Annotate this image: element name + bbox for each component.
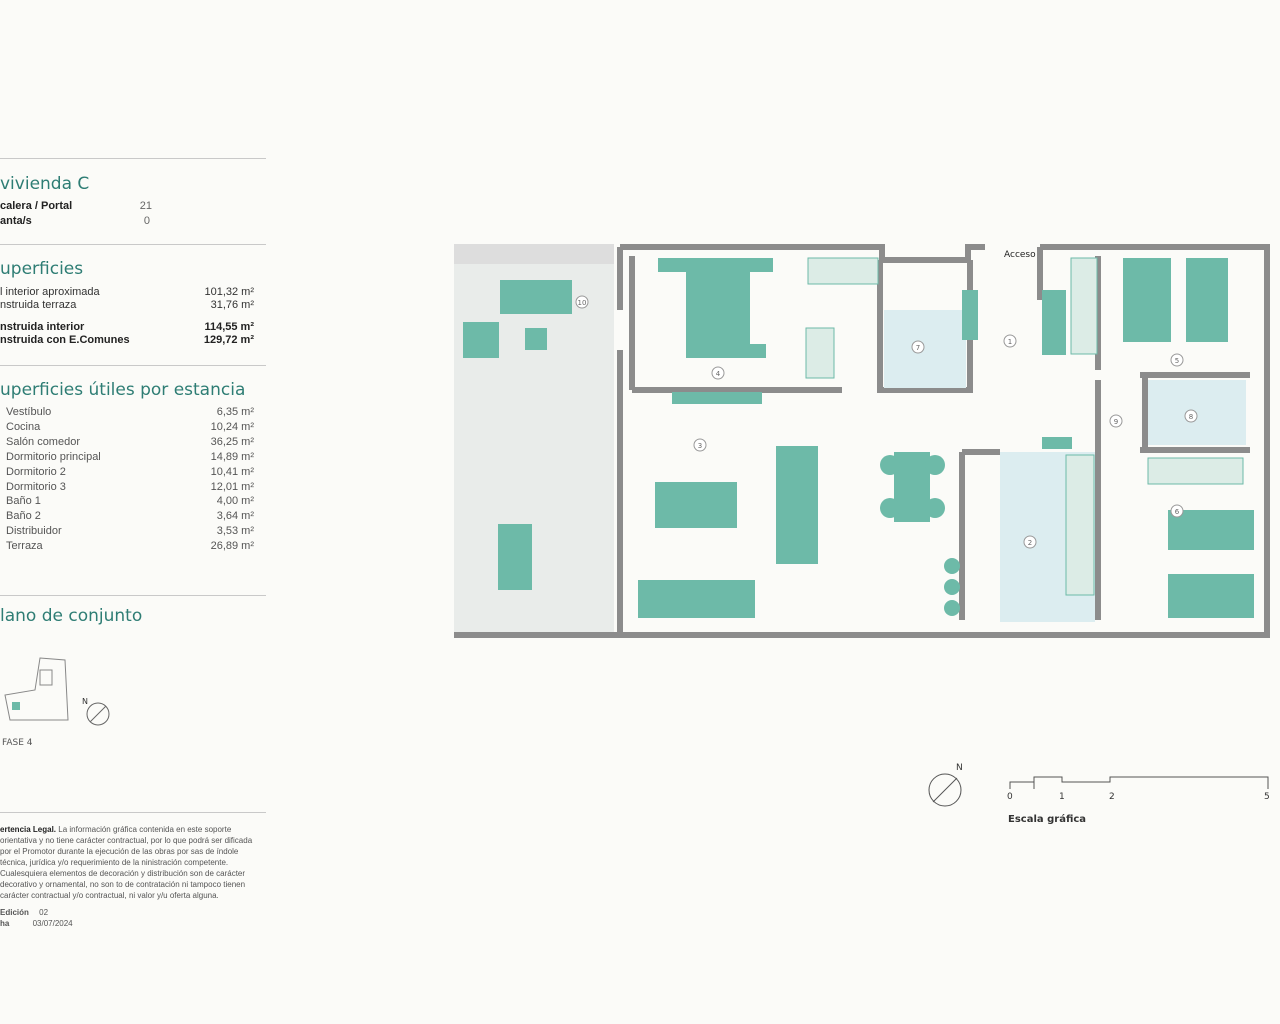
room-number-marker bbox=[693, 438, 707, 452]
room-number-marker bbox=[575, 295, 589, 309]
section-title-superficies: uperficies bbox=[0, 259, 84, 279]
divider bbox=[0, 595, 266, 596]
walls bbox=[454, 244, 1270, 638]
room-number: 2 bbox=[1028, 539, 1032, 547]
section-title-conjunto: lano de conjunto bbox=[0, 606, 143, 626]
room-number: 9 bbox=[1114, 418, 1118, 426]
room-number: 7 bbox=[916, 344, 920, 352]
terrace-planter bbox=[454, 244, 614, 264]
svg-text:N: N bbox=[956, 763, 963, 773]
scale-title: Escala gráfica bbox=[1008, 814, 1087, 825]
room-number-marker bbox=[1170, 353, 1184, 367]
room-number: 3 bbox=[698, 442, 702, 450]
cabinets bbox=[805, 257, 1244, 596]
unit-title: vivienda C bbox=[0, 174, 90, 194]
room-number-marker bbox=[711, 366, 725, 380]
room-number: 1 bbox=[1008, 338, 1012, 346]
room-number: 5 bbox=[1175, 357, 1179, 365]
section-title-utiles: uperficies útiles por estancia bbox=[0, 380, 246, 400]
room-number: 4 bbox=[716, 370, 721, 378]
scale-tick: 2 bbox=[1109, 792, 1115, 802]
scale-tick: 0 bbox=[1007, 792, 1013, 802]
legal-notice: ertencia Legal. La información gráfica c… bbox=[0, 825, 253, 900]
room-number-marker bbox=[1109, 414, 1123, 428]
scale-bar bbox=[1009, 776, 1269, 789]
terrace-area bbox=[454, 264, 614, 638]
edition-info: Edición 02 bbox=[0, 908, 49, 917]
room-number-marker bbox=[1170, 504, 1184, 518]
divider bbox=[0, 158, 266, 159]
furniture bbox=[463, 258, 1254, 618]
access-label: Acceso bbox=[1004, 250, 1036, 260]
divider bbox=[0, 812, 266, 813]
floor-plan: Acceso 1 2 3 4 5 6 7 8 9 10 bbox=[454, 244, 1270, 638]
room-number-marker bbox=[911, 340, 925, 354]
room-number: 8 bbox=[1189, 413, 1193, 421]
site-plan-thumbnail bbox=[4, 657, 110, 726]
legal-section: ertencia Legal. La información gráfica c… bbox=[0, 824, 264, 929]
date-info: ha 03/07/2024 bbox=[0, 919, 73, 928]
north-arrow-icon: N bbox=[928, 763, 963, 807]
scale-tick: 5 bbox=[1264, 792, 1270, 802]
room-number: 6 bbox=[1175, 508, 1180, 516]
room-number-marker bbox=[1184, 409, 1198, 423]
room-number: 10 bbox=[578, 299, 587, 307]
north-label: N bbox=[82, 697, 88, 706]
phase-label: FASE 4 bbox=[2, 738, 33, 748]
scale-tick: 1 bbox=[1059, 792, 1065, 802]
divider bbox=[0, 244, 266, 245]
divider bbox=[0, 365, 266, 366]
room-number-marker bbox=[1003, 334, 1017, 348]
room-number-marker bbox=[1023, 535, 1037, 549]
